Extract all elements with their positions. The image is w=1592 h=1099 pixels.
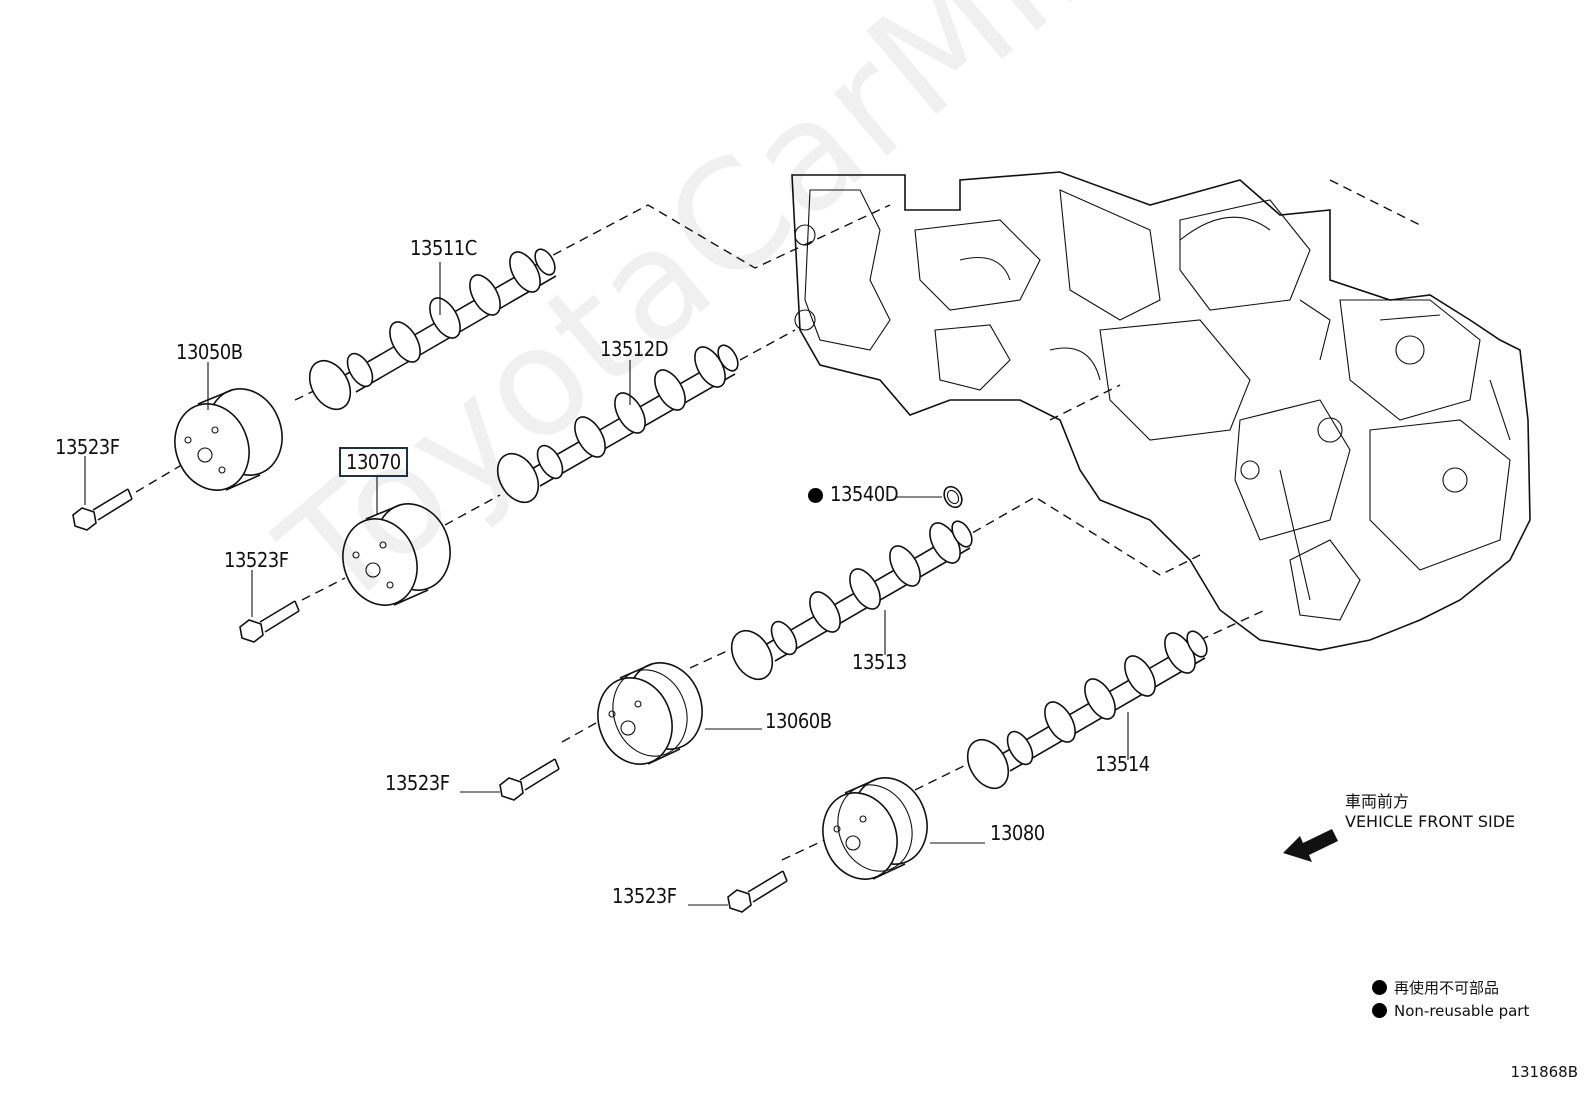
- gear-13050b: [174, 388, 283, 491]
- label-13512d[interactable]: 13512D: [600, 337, 669, 361]
- gear-13080: [822, 777, 928, 880]
- bolt-icon: [727, 870, 788, 913]
- label-13523f[interactable]: 13523F: [385, 771, 450, 795]
- label-13511c[interactable]: 13511C: [410, 236, 477, 260]
- label-13060b[interactable]: 13060B: [765, 709, 832, 733]
- camshaft-13511c: [308, 248, 557, 411]
- non-reusable-dot-icon: [1372, 1003, 1387, 1018]
- label-13523f[interactable]: 13523F: [224, 548, 289, 572]
- bolt-icon: [72, 488, 133, 531]
- front-direction-arrow-icon: [1283, 829, 1338, 862]
- leader-lines: [84, 262, 1129, 906]
- legend-jp: 再使用不可部品: [1372, 977, 1499, 998]
- non-reusable-dot-icon: [1372, 980, 1387, 995]
- label-13513[interactable]: 13513: [852, 650, 907, 674]
- bolt-icon: [239, 600, 300, 643]
- o-ring-13540d: [943, 485, 963, 509]
- label-13540d[interactable]: 13540D: [808, 482, 899, 506]
- diagram-number: 131868B: [1510, 1063, 1578, 1081]
- direction-label-en: VEHICLE FRONT SIDE: [1345, 812, 1516, 831]
- legend-en: Non-reusable part: [1372, 1002, 1529, 1020]
- bolt-icon: [499, 758, 560, 801]
- label-13070-highlighted[interactable]: 13070: [339, 447, 408, 477]
- cylinder-head-assembly: [791, 171, 1531, 651]
- label-13514[interactable]: 13514: [1095, 752, 1150, 776]
- label-13523f[interactable]: 13523F: [55, 435, 120, 459]
- label-13080[interactable]: 13080: [990, 821, 1045, 845]
- label-13523f[interactable]: 13523F: [612, 884, 677, 908]
- gear-13060b: [597, 662, 703, 765]
- direction-label-jp: 車両前方: [1345, 792, 1410, 811]
- non-reusable-dot-icon: [808, 488, 823, 503]
- gear-13070: [342, 503, 451, 606]
- camshaft-13513: [730, 520, 973, 681]
- label-13050b[interactable]: 13050B: [176, 340, 243, 364]
- camshaft-13512d: [496, 344, 739, 504]
- camshaft-13514: [966, 630, 1208, 790]
